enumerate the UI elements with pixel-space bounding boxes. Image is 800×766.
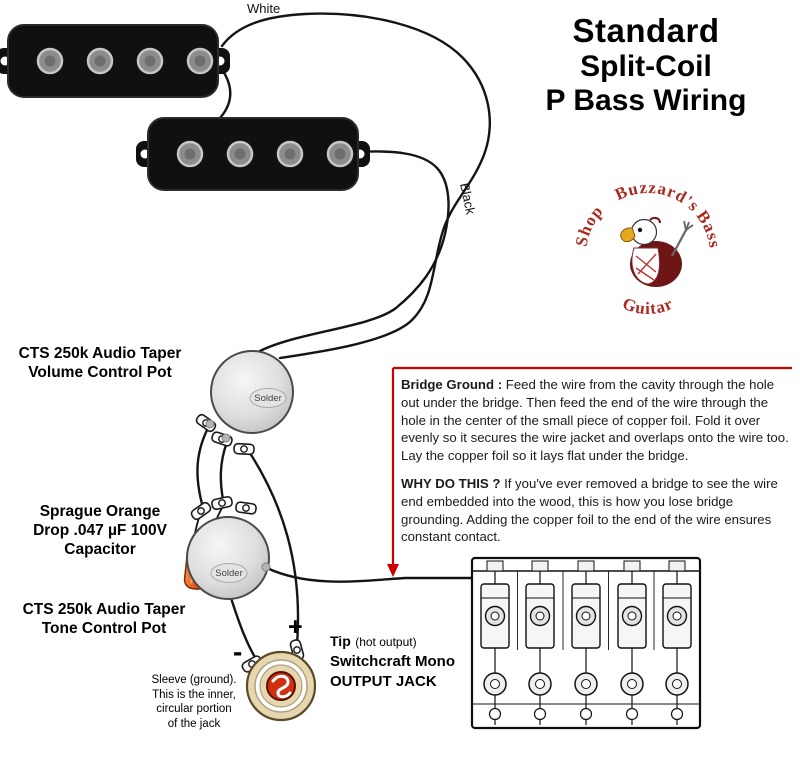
- why-do-this-heading: WHY DO THIS ?: [401, 475, 501, 491]
- bridge-ground-paragraph: Bridge Ground : Feed the wire from the c…: [401, 376, 795, 465]
- tone-pot-lug-2: [210, 495, 234, 511]
- tone-pot: Solder: [186, 495, 271, 600]
- volume-pot-label: CTS 250k Audio Taper Volume Control Pot: [18, 345, 182, 381]
- pickup1-pole-pieces: [36, 47, 214, 75]
- tip-label-bold: Tip: [330, 633, 351, 649]
- tip-label-detail: (hot output): [355, 635, 417, 649]
- shop-logo: Buzzard's Shop Bass Guitar: [572, 178, 725, 318]
- why-do-this-body: If you've ever removed a bridge to see t…: [401, 475, 778, 545]
- bridge-ground-note: Bridge Ground : Feed the wire from the c…: [401, 376, 795, 556]
- title-line-3: P Bass Wiring: [545, 84, 747, 117]
- tone-pot-body: [186, 516, 270, 600]
- title-line-1: Standard: [572, 12, 720, 49]
- logo-word-left: Shop: [572, 201, 607, 248]
- pickup-half-1: [0, 24, 230, 98]
- black-wire-label: Black: [457, 182, 478, 217]
- volume-tone-wire-1: [196, 426, 210, 506]
- capacitor-label: Sprague Orange Drop .047 µF 100V Capacit…: [33, 503, 167, 558]
- bridge-drawing: [470, 556, 702, 730]
- solder-blob: [261, 562, 271, 572]
- minus-sign: -: [233, 636, 243, 667]
- logo-word-bottom: Guitar: [620, 294, 676, 318]
- tone-pot-label: CTS 250k Audio Taper Tone Control Pot: [22, 601, 186, 637]
- tone-solder-spot: [210, 563, 248, 583]
- volume-pot: Solder: [194, 350, 294, 456]
- tone-solder-label: Solder: [215, 568, 242, 579]
- logo-word-right: Bass: [693, 207, 725, 250]
- bridge-saddles: [480, 560, 692, 725]
- volume-to-tip-wire: [246, 448, 300, 646]
- title-line-2: Split-Coil: [580, 50, 712, 83]
- volume-solder-spot: [249, 388, 287, 408]
- title-block: Standard Split-Coil P Bass Wiring: [500, 12, 792, 118]
- plus-sign: +: [288, 613, 303, 641]
- volume-pot-body: [210, 350, 294, 434]
- output-jack: [240, 638, 317, 722]
- white-wire-label: White: [247, 1, 281, 16]
- output-jack-label: Switchcraft Mono OUTPUT JACK: [330, 653, 456, 690]
- black-wire: [256, 150, 450, 354]
- why-do-this-paragraph: WHY DO THIS ? If you've ever removed a b…: [401, 475, 795, 546]
- tone-to-jack-wire: [229, 596, 258, 661]
- bridge-ground-wire: [265, 566, 480, 583]
- buzzard-mascot-icon: [620, 216, 694, 287]
- bridge-ground-body: Feed the wire from the cavity through th…: [401, 377, 789, 464]
- logo-word-top: Buzzard's: [612, 178, 703, 216]
- bridge-ground-heading: Bridge Ground :: [401, 377, 503, 392]
- pickup-half-2: [136, 117, 370, 191]
- tip-label: Tip (hot output): [330, 633, 417, 651]
- solder-blob: [221, 433, 231, 443]
- tone-pot-lug-3: [234, 500, 258, 516]
- sleeve-ground-note: Sleeve (ground). This is the inner, circ…: [151, 674, 237, 730]
- white-wire: [220, 12, 491, 360]
- tone-pot-lug-1: [189, 500, 213, 522]
- volume-tone-wire-2: [219, 440, 229, 502]
- volume-pot-lug-3: [232, 442, 256, 456]
- annotation-arrow: [387, 564, 399, 577]
- solder-blob: [205, 419, 215, 429]
- pickup2-pole-pieces: [176, 140, 354, 168]
- bridge-ground-annotation: [387, 366, 792, 577]
- volume-solder-label: Solder: [254, 393, 281, 404]
- jack-tip-highlight: [271, 674, 292, 699]
